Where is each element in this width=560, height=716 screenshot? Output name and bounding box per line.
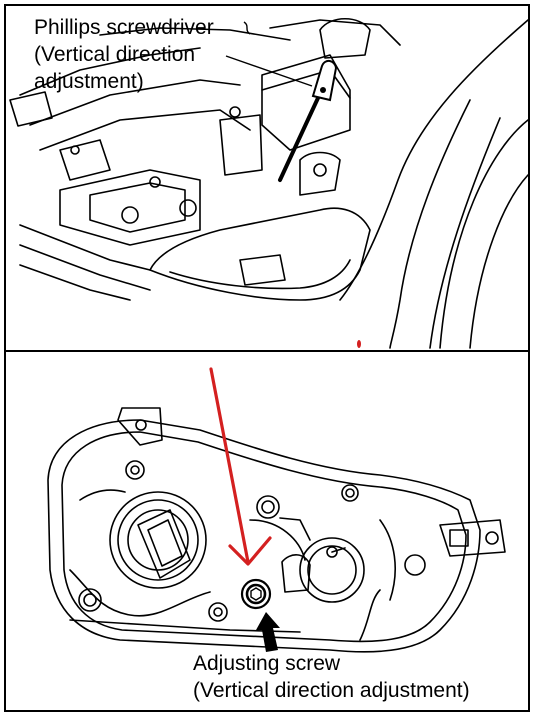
screwdriver-callout-line2: (Vertical direction	[34, 43, 196, 66]
screwdriver-leader-line	[225, 55, 313, 87]
screwdriver-callout-line3: adjustment)	[34, 70, 144, 93]
screwdriver-callout-line1: Phillips screwdriver	[34, 16, 214, 39]
adjusting-screw-icon	[240, 578, 272, 610]
adjusting-screw-callout-line2: (Vertical direction adjustment)	[193, 679, 470, 702]
squiggle-mark	[243, 21, 251, 35]
panel-divider	[4, 350, 530, 352]
screwdriver-callout: Phillips screwdriver (Vertical direction…	[34, 14, 214, 95]
red-dot-mark	[357, 340, 361, 348]
red-annotation-arrow	[209, 367, 272, 566]
adjusting-screw-callout-line1: Adjusting screw	[193, 652, 341, 675]
screw-pointer-arrow	[256, 612, 280, 652]
phillips-screwdriver-icon	[278, 60, 338, 182]
adjusting-screw-callout: Adjusting screw (Vertical direction adju…	[193, 650, 470, 704]
